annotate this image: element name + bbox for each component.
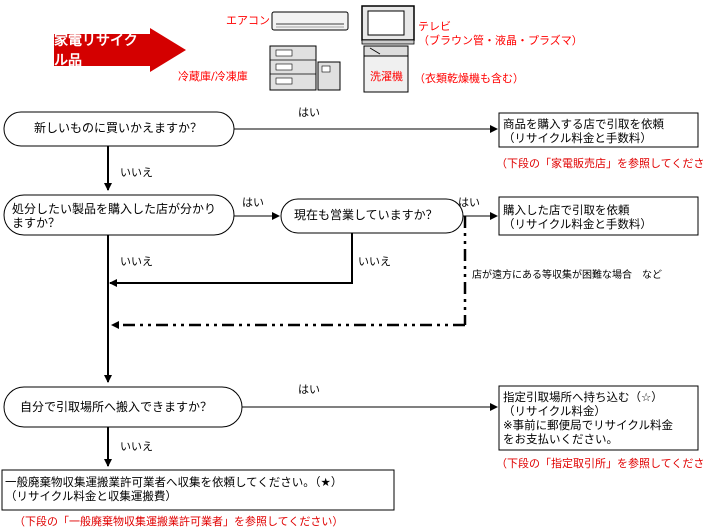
result-r4: 一般廃棄物収集運搬業許可業者へ収集を依頼してください。（★） （リサイクル料金と… [5, 475, 343, 503]
yes-label-q3: はい [458, 196, 480, 209]
result-r1: 商品を購入する店で引取を依頼 （リサイクル料金と手数料） [503, 117, 664, 145]
note-r3-link[interactable]: （下段の「指定取引所」を参照してください） [496, 457, 703, 470]
label-tv-types: （ブラウン管・液晶・プラズマ） [418, 34, 583, 47]
no-label-q3: いいえ [358, 255, 391, 268]
question-q2: 処分したい製品を購入した店が分かり ますか？ [12, 202, 217, 230]
banner-arrow-icon [150, 28, 186, 72]
yes-label-q2: はい [242, 196, 264, 209]
result-r1-shape [498, 112, 699, 148]
far-case-note: 店が遠方にある等収集が困難な場合 など [472, 270, 662, 281]
tv-icon [361, 5, 415, 45]
label-dryer-note: （衣類乾燥機も含む） [414, 72, 524, 85]
no-label-q4: いいえ [120, 440, 153, 453]
no-label-q1: いいえ [120, 166, 153, 179]
question-q2-shape [3, 194, 235, 236]
note-r4-link[interactable]: （下段の「一般廃棄物収集運搬業許可業者」を参照してください） [14, 515, 344, 528]
result-r4-shape [1, 469, 395, 511]
label-tv: テレビ [418, 20, 451, 33]
result-r3: 指定引取場所へ持ち込む（☆） （リサイクル料金） ※事前に郵便局でリサイクル料金… [503, 390, 674, 446]
result-r2-shape [498, 196, 699, 236]
note-r1-link[interactable]: （下段の「家電販売店」を参照してください） [496, 157, 703, 170]
no-label-q2: いいえ [120, 255, 153, 268]
fridge-icon [269, 45, 341, 91]
label-aircon: エアコン [226, 14, 270, 27]
question-q3: 現在も営業していますか？ [294, 208, 438, 222]
washer-icon [363, 45, 409, 93]
no-arrow-q3 [109, 233, 353, 287]
result-r2: 購入した店で引取を依頼 （リサイクル料金と手数料） [503, 203, 652, 231]
aircon-icon [271, 11, 349, 31]
yes-label-q1: はい [298, 106, 320, 119]
category-banner: 家電リサイクル品 [54, 33, 150, 69]
question-q4: 自分で引取場所へ搬入できますか？ [20, 400, 213, 414]
result-r3-shape [498, 385, 699, 451]
question-q1: 新しいものに買いかえますか？ [34, 121, 203, 135]
label-fridge: 冷蔵庫/冷凍庫 [178, 70, 248, 83]
label-washer: 洗濯機 [370, 70, 403, 83]
yes-label-q4: はい [298, 383, 320, 396]
